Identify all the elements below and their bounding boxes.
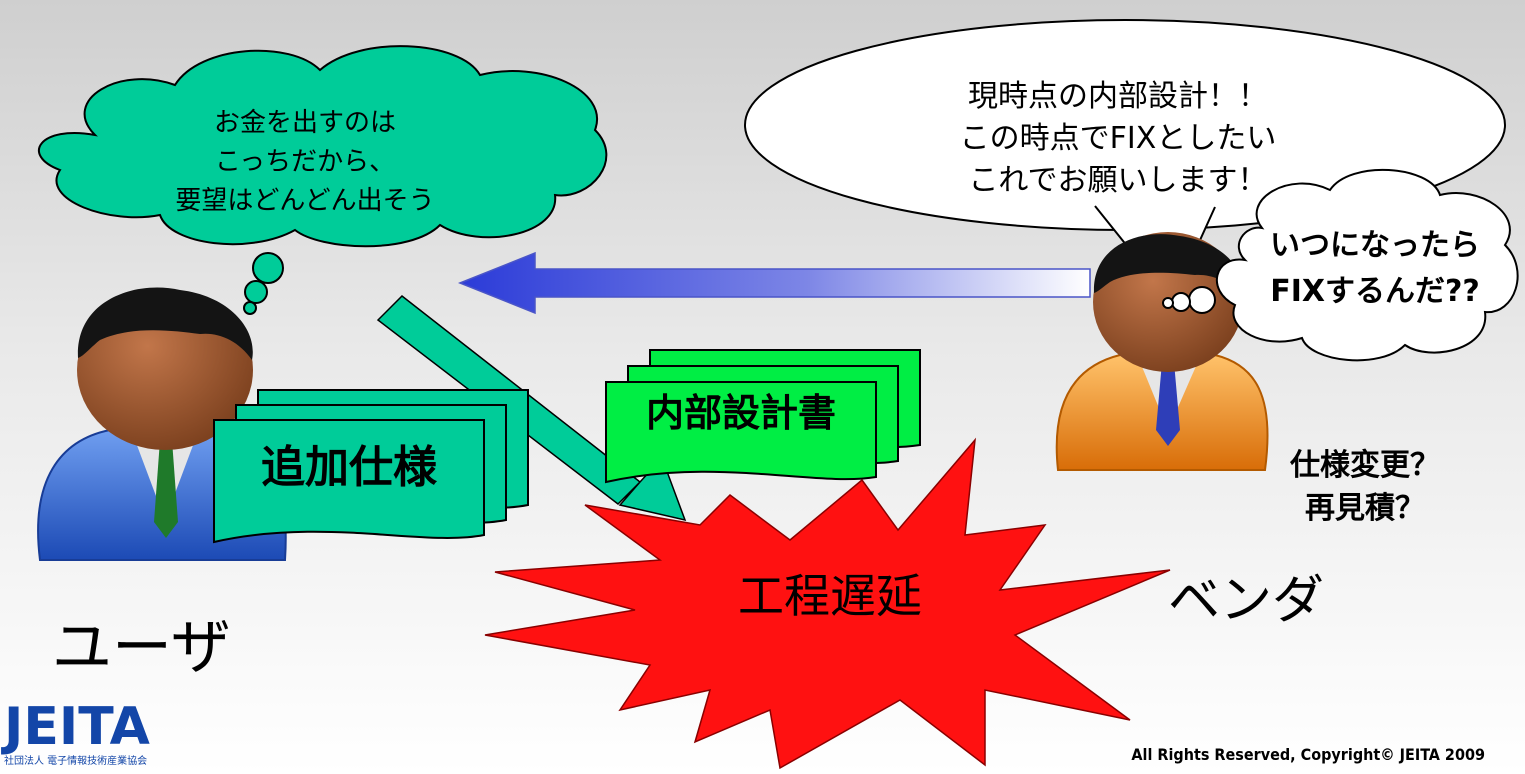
copyright-text: All Rights Reserved, Copyright© JEITA 20… [1131,745,1485,764]
user-thought-line-3: 要望はどんどん出そう [175,186,434,216]
user-thought-cloud: お金を出すのは こっちだから、 要望はどんどん出そう [38,45,608,315]
vendor-thought-cloud: いつになったら FIXするんだ?? [1162,168,1519,362]
additional-spec-doc-label: 追加仕様 [261,442,438,493]
vendor-speech-bubble: 現時点の内部設計！！ この時点でFIXとしたい これでお願いします！ [744,19,1506,304]
vendor-speech-line-2: この時点でFIXとしたい [960,121,1277,156]
internal-design-doc-stack: 内部設計書 [605,349,921,484]
vendor-thought-line-2: FIXするんだ?? [1270,274,1480,309]
additional-spec-doc-stack: 追加仕様 [213,389,529,544]
vendor-question-line-2: 再見積？ [1305,491,1425,526]
jeita-logo-subtext: 社団法人 電子情報技術産業協会 [4,754,147,767]
jeita-logo-text: JEITA [1,697,150,757]
vendor-speech-line-3: これでお願いします！ [968,163,1267,198]
schedule-delay-burst: 工程遅延 [484,437,1171,770]
blue-arrow [457,251,1091,315]
jeita-logo: JEITA 社団法人 電子情報技術産業協会 [1,697,150,767]
vendor-label: ベンダ [1168,571,1324,631]
schedule-delay-label: 工程遅延 [738,569,922,623]
internal-design-doc-label: 内部設計書 [646,391,836,435]
user-thought-line-2: こっちだから、 [215,147,395,177]
user-thought-line-1: お金を出すのは [214,108,396,138]
vendor-speech-line-1: 現時点の内部設計！！ [968,79,1268,114]
vendor-question-line-1: 仕様変更？ [1289,448,1440,483]
user-label: ユーザ [52,613,231,683]
vendor-thought-line-1: いつになったら [1270,228,1480,263]
